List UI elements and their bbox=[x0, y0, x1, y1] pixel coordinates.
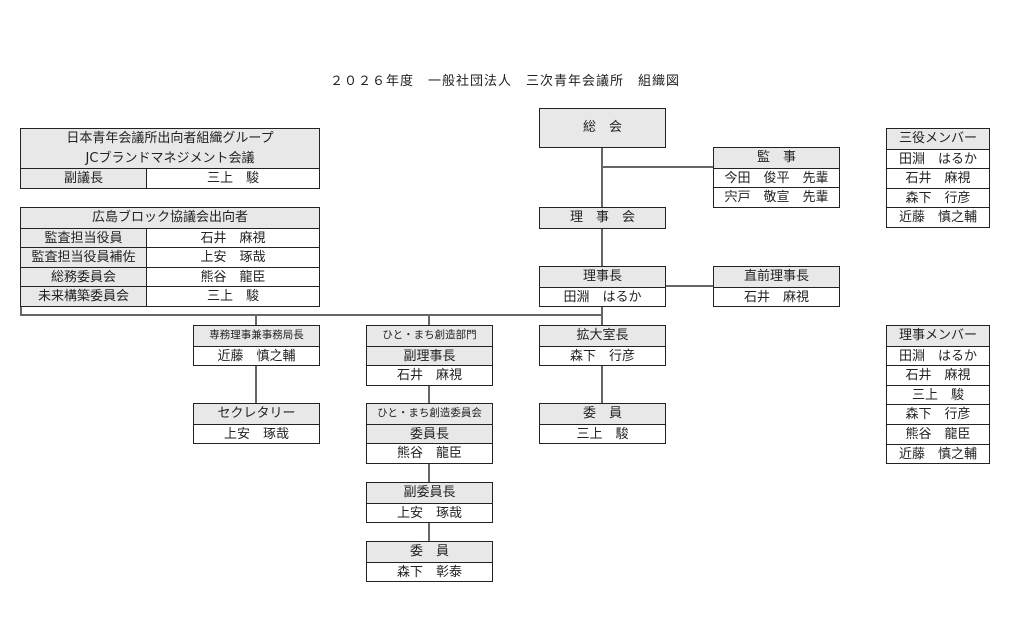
list-title: 三役メンバー bbox=[887, 129, 989, 149]
role-label: 総務委員会 bbox=[21, 267, 147, 287]
role-label: 副議長 bbox=[21, 169, 147, 188]
member-name: 石井 麻視 bbox=[714, 286, 839, 307]
vice-chair-box: 副委員長 上安 琢哉 bbox=[366, 482, 493, 524]
general-assembly-box: 総 会 bbox=[539, 108, 666, 148]
riji-members-box: 理事メンバー 田淵 はるか 石井 麻視 三上 駿 森下 行彦 熊谷 龍臣 近藤 … bbox=[886, 325, 990, 465]
connector bbox=[601, 305, 603, 325]
member-name: 三上 駿 bbox=[206, 171, 259, 187]
division-title: ひと・まち創造部門 bbox=[367, 326, 492, 346]
jc-group-box: 日本青年会議所出向者組織グループ JCブランドマネジメント会議 副議長 三上 駿 bbox=[20, 128, 320, 189]
connector bbox=[665, 285, 713, 287]
member-name: 近藤 慎之輔 bbox=[887, 443, 989, 464]
member-name: 田淵 はるか bbox=[887, 345, 989, 366]
member-name: 熊谷 龍臣 bbox=[200, 269, 266, 285]
jc-group-title: 日本青年会議所出向者組織グループ bbox=[21, 129, 319, 149]
president-box: 理事長 田淵 はるか bbox=[539, 266, 666, 308]
member-name: 森下 行彦 bbox=[887, 187, 989, 208]
role-title: 副委員長 bbox=[367, 483, 492, 503]
role-title: 委 員 bbox=[540, 404, 665, 424]
page-title: ２０２６年度 一般社団法人 三次青年会議所 組織図 bbox=[329, 74, 680, 89]
member-name: 森下 彰泰 bbox=[367, 561, 492, 582]
board-title: 理 事 会 bbox=[540, 208, 665, 228]
member-name: 近藤 慎之輔 bbox=[887, 207, 989, 227]
role-title: 理事長 bbox=[540, 267, 665, 287]
committee-box: ひと・まち創造委員会 委員長 熊谷 龍臣 bbox=[366, 403, 493, 464]
board-box: 理 事 会 bbox=[539, 207, 666, 229]
member-name: 三上 駿 bbox=[206, 289, 259, 305]
expansion-box: 拡大室長 森下 行彦 bbox=[539, 325, 666, 367]
member-name: 上安 琢哉 bbox=[194, 423, 319, 444]
role-title: 専務理事兼事務局長 bbox=[194, 326, 319, 346]
member-name: 田淵 はるか bbox=[540, 286, 665, 307]
member-name: 近藤 慎之輔 bbox=[194, 345, 319, 366]
auditor-title: 監 事 bbox=[714, 148, 839, 168]
connector bbox=[428, 315, 430, 325]
member-name: 石井 麻視 bbox=[887, 168, 989, 188]
role-label: 監査担当役員 bbox=[21, 228, 147, 248]
connector bbox=[602, 166, 713, 168]
role-title: セクレタリー bbox=[194, 404, 319, 424]
role-title: 副理事長 bbox=[367, 345, 492, 366]
member-name: 熊谷 龍臣 bbox=[367, 443, 492, 463]
auditor-box: 監 事 今田 俊平 先輩 宍戸 敬宣 先輩 bbox=[713, 147, 840, 208]
member-name: 森下 行彦 bbox=[887, 404, 989, 424]
member-name: 石井 麻視 bbox=[367, 365, 492, 385]
division-box: ひと・まち創造部門 副理事長 石井 麻視 bbox=[366, 325, 493, 386]
list-title: 理事メンバー bbox=[887, 326, 989, 346]
hiroshima-title: 広島ブロック協議会出向者 bbox=[21, 208, 319, 228]
connector bbox=[255, 315, 257, 325]
member-name: 上安 琢哉 bbox=[367, 502, 492, 523]
committee-member-box: 委 員 森下 彰泰 bbox=[366, 541, 493, 583]
past-president-box: 直前理事長 石井 麻視 bbox=[713, 266, 840, 308]
member-name: 熊谷 龍臣 bbox=[887, 423, 989, 444]
member-name: 三上 駿 bbox=[887, 384, 989, 405]
jc-group-subtitle: JCブランドマネジメント会議 bbox=[21, 148, 319, 169]
expansion-member-box: 委 員 三上 駿 bbox=[539, 403, 666, 445]
role-title: 拡大室長 bbox=[540, 326, 665, 346]
member-name: 森下 行彦 bbox=[540, 345, 665, 366]
role-title: 委員長 bbox=[367, 423, 492, 444]
member-name: 石井 麻視 bbox=[887, 365, 989, 385]
member-name: 今田 俊平 先輩 bbox=[714, 167, 839, 188]
committee-title: ひと・まち創造委員会 bbox=[367, 404, 492, 424]
member-name: 三上 駿 bbox=[540, 423, 665, 444]
sanyaku-members-box: 三役メンバー 田淵 はるか 石井 麻視 森下 行彦 近藤 慎之輔 bbox=[886, 128, 990, 228]
role-title: 直前理事長 bbox=[714, 267, 839, 287]
secretary-box: セクレタリー 上安 琢哉 bbox=[193, 403, 320, 445]
role-title: 委 員 bbox=[367, 542, 492, 562]
hiroshima-block-box: 広島ブロック協議会出向者 監査担当役員 石井 麻視 監査担当役員補佐 上安 琢哉 総… bbox=[20, 207, 320, 307]
connector bbox=[428, 521, 430, 541]
member-name: 田淵 はるか bbox=[887, 148, 989, 169]
connector bbox=[20, 305, 22, 315]
member-name: 上安 琢哉 bbox=[200, 250, 266, 266]
role-label: 未来構築委員会 bbox=[21, 287, 147, 306]
connector bbox=[428, 384, 430, 403]
member-name: 宍戸 敬宣 先輩 bbox=[714, 187, 839, 207]
member-name: 石井 麻視 bbox=[200, 230, 266, 246]
connector bbox=[255, 364, 257, 403]
role-label: 監査担当役員補佐 bbox=[21, 248, 147, 267]
executive-box: 専務理事兼事務局長 近藤 慎之輔 bbox=[193, 325, 320, 367]
connector bbox=[428, 462, 430, 482]
connector bbox=[20, 314, 602, 316]
connector bbox=[601, 364, 603, 403]
